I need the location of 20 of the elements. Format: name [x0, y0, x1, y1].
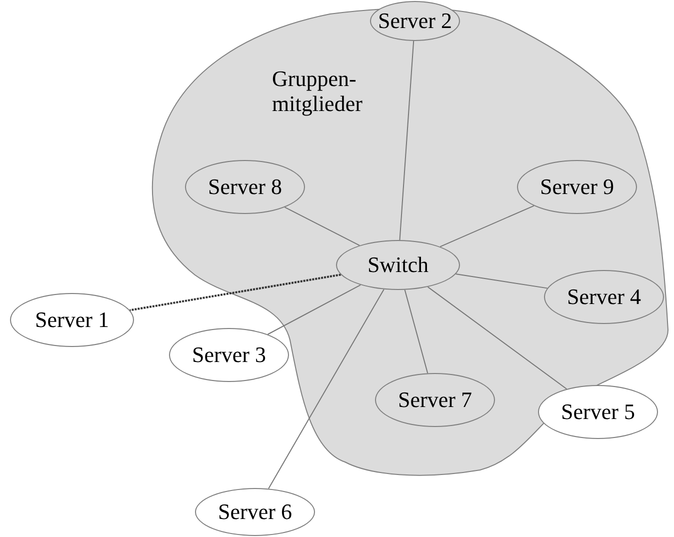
node-label: Server 6 [218, 501, 292, 523]
connector-line [427, 286, 568, 390]
node-label: Server 1 [35, 309, 109, 331]
node-label: Server 7 [398, 389, 472, 411]
node-label: Server 4 [567, 286, 641, 308]
region-label: Gruppen- mitglieder [272, 66, 364, 117]
connector-line [455, 273, 548, 289]
connector-line [440, 205, 534, 248]
node-label: Server 8 [208, 176, 282, 198]
connector-line [284, 206, 360, 246]
node-label: Server 3 [192, 344, 266, 366]
node-label: Server 2 [378, 10, 452, 32]
connector-line [404, 289, 428, 374]
node-label: Server 9 [540, 176, 614, 198]
connector-line [268, 288, 384, 490]
node-label: Switch [367, 254, 429, 276]
connector-line [130, 274, 341, 312]
connector-line [267, 284, 362, 335]
node-label: Server 5 [561, 401, 635, 423]
connector-line [399, 40, 414, 240]
